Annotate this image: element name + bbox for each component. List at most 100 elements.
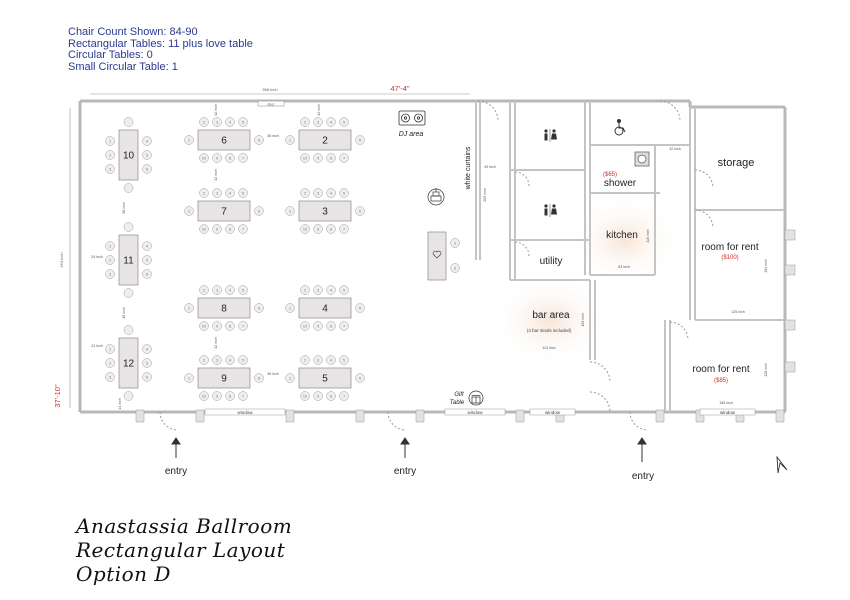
seat [142, 255, 152, 265]
seat-label: 1 [289, 209, 291, 213]
seat-label: 7 [343, 156, 345, 160]
seat [326, 321, 336, 331]
seat [300, 285, 310, 295]
seat [326, 224, 336, 234]
column [775, 409, 785, 423]
seat-label: 4 [330, 358, 332, 362]
seat-label: 7 [242, 227, 244, 231]
seat-label: 1 [188, 209, 190, 213]
seat-label: 4 [229, 120, 231, 124]
seat [238, 285, 248, 295]
seat-label: 8 [229, 324, 231, 328]
title-option: Option D [76, 562, 171, 586]
seat [212, 391, 222, 401]
seat [285, 206, 295, 216]
seat-label: 5 [343, 288, 345, 292]
seat [300, 117, 310, 127]
seat [355, 303, 365, 313]
seat-label: 9 [317, 156, 319, 160]
seat-label: 6 [258, 138, 260, 142]
seat-label: 4 [229, 358, 231, 362]
window-label: window [720, 410, 736, 415]
seat-label: 3 [216, 191, 218, 195]
seat [142, 164, 152, 174]
seat [326, 355, 336, 365]
seat [254, 206, 264, 216]
seat-label: 1 [188, 306, 190, 310]
m-113: 113 inch [542, 346, 555, 350]
seat [142, 372, 152, 382]
seat [300, 355, 310, 365]
m-14: 14 inch [118, 398, 122, 410]
seat [313, 188, 323, 198]
seat-label: 9 [317, 394, 319, 398]
seat [326, 117, 336, 127]
seat [326, 391, 336, 401]
table-number: 4 [322, 304, 328, 315]
seat [199, 153, 209, 163]
seat-label: 2 [203, 358, 205, 362]
table-number: 6 [221, 136, 227, 147]
seat [142, 269, 152, 279]
seat [285, 135, 295, 145]
seat-label: 5 [242, 358, 244, 362]
rent-room-2-label: room for rent [692, 364, 749, 375]
seat-label: 7 [343, 227, 345, 231]
seat [105, 255, 115, 265]
seat-label: 4 [146, 139, 148, 143]
small-circular-table-count: Small Circular Table: 1 [68, 60, 178, 73]
table-11 [118, 234, 139, 286]
seat [254, 373, 264, 383]
rect-table-count: Rectangular Tables: 11 plus love table [68, 37, 253, 50]
m-116: 116 inch [646, 229, 650, 242]
seat [313, 224, 323, 234]
table-number: 12 [123, 359, 135, 370]
seat-label: 1 [289, 138, 291, 142]
seat-label: 4 [330, 191, 332, 195]
m-24b: 24 inch [91, 344, 103, 348]
seat-label: 10 [303, 227, 307, 231]
table-number: 7 [221, 207, 227, 218]
m-125: 125 inch [731, 310, 745, 314]
seat-label: 4 [330, 120, 332, 124]
gift-icon [468, 390, 484, 406]
table-number: 8 [221, 304, 227, 315]
seat-label: 6 [146, 272, 148, 276]
window [529, 408, 576, 416]
seat [355, 206, 365, 216]
seat-label: 6 [359, 138, 361, 142]
width-feet-label: 47'-4" [390, 84, 409, 93]
seat-label: 1 [188, 376, 190, 380]
seat-label: 4 [330, 288, 332, 292]
seat [212, 188, 222, 198]
seat [184, 303, 194, 313]
seat-end [123, 183, 134, 193]
column [135, 409, 145, 423]
column [784, 229, 796, 241]
entry-arrows [171, 437, 647, 462]
white-curtains-label: white curtains [465, 146, 472, 190]
table-number: 10 [123, 151, 135, 162]
seat-label: 2 [304, 358, 306, 362]
seat-label: 2 [109, 258, 111, 262]
seat-label: 3 [317, 120, 319, 124]
seat-label: 1 [109, 244, 111, 248]
seat [142, 136, 152, 146]
bar-note: (4 bar stools included) [527, 328, 572, 333]
seat-label: 5 [343, 120, 345, 124]
table-6 [197, 129, 251, 151]
seat-label: 7 [242, 324, 244, 328]
table-3 [298, 200, 352, 222]
table-7 [197, 200, 251, 222]
seat-label: 1 [289, 376, 291, 380]
chair-count: Chair Count Shown: 84-90 [68, 26, 198, 38]
seat-label: 7 [242, 156, 244, 160]
seat-end [123, 391, 134, 401]
entry-label-2: entry [394, 466, 416, 477]
